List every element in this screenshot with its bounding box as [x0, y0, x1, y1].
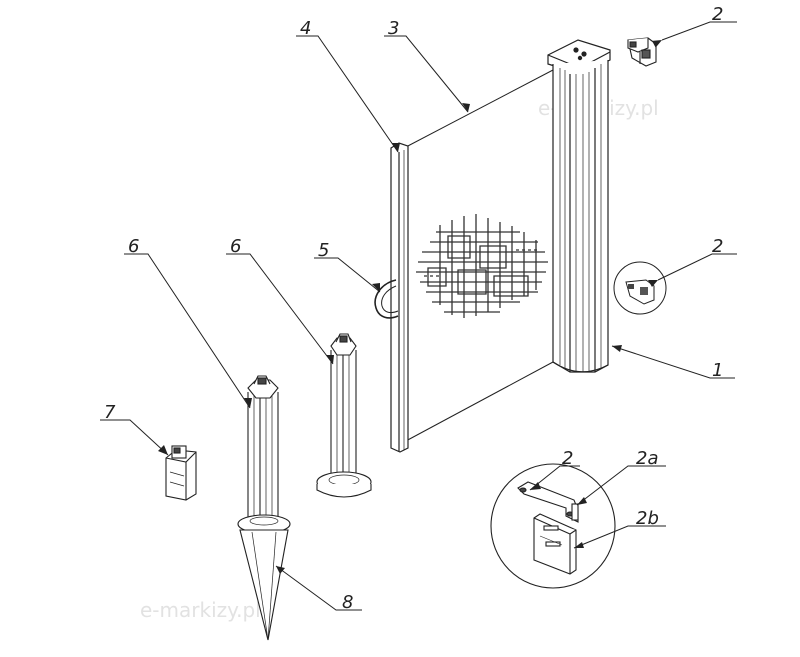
part-5-handle [374, 279, 399, 319]
label-2-top: 2 [712, 4, 723, 25]
part-4-pull-bar [390, 142, 409, 453]
label-4: 4 [300, 18, 311, 39]
part-2-bracket-detail-circle [613, 261, 667, 315]
leader-6-left [124, 253, 251, 409]
leader-3 [384, 35, 469, 113]
part-8-ground-spike [239, 529, 289, 641]
label-6-right: 6 [230, 236, 241, 257]
label-2b: 2b [636, 508, 659, 529]
part-2-bracket-top [627, 37, 657, 67]
leader-6-right [226, 253, 334, 365]
leader-2a [576, 465, 666, 506]
part-7-clamp [165, 445, 197, 501]
label-6-left: 6 [128, 236, 139, 257]
part-2a-angle-bracket [517, 481, 579, 523]
part-6-post-right [316, 333, 372, 498]
label-5: 5 [318, 240, 329, 261]
label-1: 1 [712, 360, 723, 381]
bracket-detail-view [490, 463, 616, 589]
leader-7 [100, 419, 169, 456]
leader-arrowheads [158, 40, 662, 574]
leader-2b [573, 525, 666, 549]
part-6-post-left [237, 375, 291, 534]
leader-5 [314, 257, 381, 293]
leader-2-top [661, 21, 737, 41]
part-1-cassette-column [547, 39, 611, 373]
watermark-bottom: e-markizy.pl [140, 598, 261, 622]
label-3: 3 [388, 18, 399, 39]
label-2a: 2a [636, 448, 658, 469]
label-2-mid: 2 [712, 236, 723, 257]
label-7: 7 [104, 402, 116, 423]
leader-1 [611, 345, 735, 379]
leader-8 [275, 565, 362, 611]
label-8: 8 [342, 592, 353, 613]
leader-lines [100, 21, 737, 611]
fabric-mesh-pattern [416, 214, 548, 318]
leader-2-mid [657, 253, 737, 281]
part-3-fabric-screen [403, 69, 554, 443]
label-2-detail: 2 [562, 448, 573, 469]
part-2b-mounting-plate [533, 513, 577, 575]
leader-2-detail [529, 465, 580, 491]
leader-4 [296, 35, 399, 153]
part-number-labels: 1 2 2 3 4 5 6 6 7 8 2 2a 2b [104, 4, 723, 613]
